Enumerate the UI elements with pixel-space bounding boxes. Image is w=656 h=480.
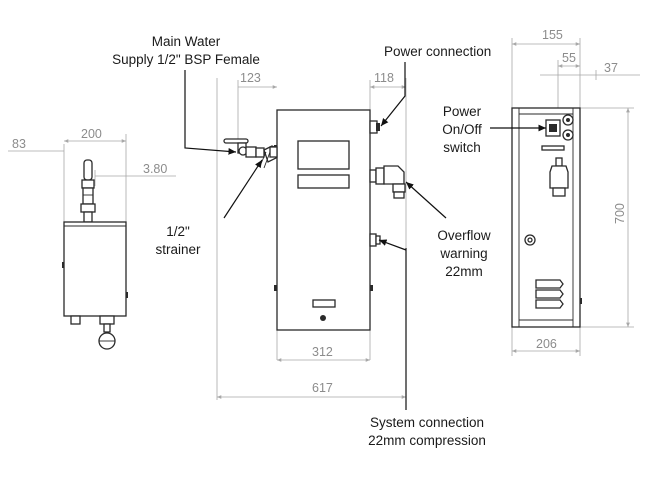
- front-display-window: [297, 140, 350, 170]
- front-label-plate: [297, 174, 350, 189]
- right-side-view: 155 55 37 700 206: [511, 28, 640, 356]
- dim-200-label: 200: [81, 127, 102, 141]
- power-switch-label-line3: switch: [443, 140, 481, 155]
- system-connection-label-line1: System connection: [370, 415, 484, 430]
- system-connection-fitting: [369, 233, 381, 247]
- dimension-3-80: 3.80: [94, 162, 176, 186]
- leader-lines: [184, 62, 546, 410]
- front-vent: [312, 299, 336, 308]
- power-switch-label-line2: On/Off: [442, 122, 482, 137]
- left-side-view: 83 200 3.80: [8, 127, 176, 350]
- dimension-123: 123: [237, 71, 277, 150]
- dimension-118: 118: [369, 71, 406, 118]
- dim-55-label: 55: [562, 51, 576, 65]
- dimension-206: 206: [511, 327, 581, 356]
- side-bottom-fittings: [70, 315, 116, 350]
- dimension-700: 700: [580, 107, 634, 328]
- front-view: 123 118 312 617: [216, 71, 407, 400]
- power-switch-label-line1: Power: [443, 104, 482, 119]
- dim-118-label: 118: [374, 71, 394, 85]
- main-water-label-line1: Main Water: [152, 34, 221, 49]
- dim-3-80-label: 3.80: [143, 162, 167, 176]
- dimension-617: 617: [217, 381, 406, 399]
- power-connection-fitting: [369, 120, 380, 134]
- dimension-312: 312: [277, 345, 370, 362]
- dim-155-label: 155: [542, 28, 563, 42]
- dimension-83: 83: [8, 137, 65, 222]
- strainer-label-line2: strainer: [155, 242, 201, 257]
- dim-312-label: 312: [312, 345, 333, 359]
- dim-83-label: 83: [12, 137, 26, 151]
- right-vents: [535, 279, 564, 309]
- main-water-label-line2: Supply 1/2" BSP Female: [112, 52, 260, 67]
- power-connection-label: Power connection: [384, 44, 491, 59]
- overflow-label-line1: Overflow: [437, 228, 491, 243]
- overflow-label-line2: warning: [439, 246, 487, 261]
- dim-37-label: 37: [604, 61, 618, 75]
- dim-206-label: 206: [536, 337, 557, 351]
- inlet-valve-assembly: [223, 138, 278, 169]
- dimension-200: 200: [63, 127, 127, 222]
- dimension-55: 55: [558, 51, 580, 68]
- overflow-label-line3: 22mm: [445, 264, 483, 279]
- dim-617-label: 617: [312, 381, 333, 395]
- internal-pump: [549, 157, 569, 197]
- front-screw: [320, 315, 326, 321]
- dim-700-label: 700: [613, 203, 627, 224]
- system-connection-label-line2: 22mm compression: [368, 433, 486, 448]
- strainer-label-line1: 1/2": [166, 224, 190, 239]
- callout-labels: Main Water Supply 1/2" BSP Female Power …: [112, 34, 491, 448]
- dimension-37: 37: [540, 61, 640, 76]
- dimension-155: 155: [512, 28, 580, 46]
- dim-123-label: 123: [240, 71, 261, 85]
- side-inlet-pipe: [80, 159, 96, 223]
- side-view-body: [63, 221, 127, 317]
- overflow-elbow-fitting: [369, 165, 406, 199]
